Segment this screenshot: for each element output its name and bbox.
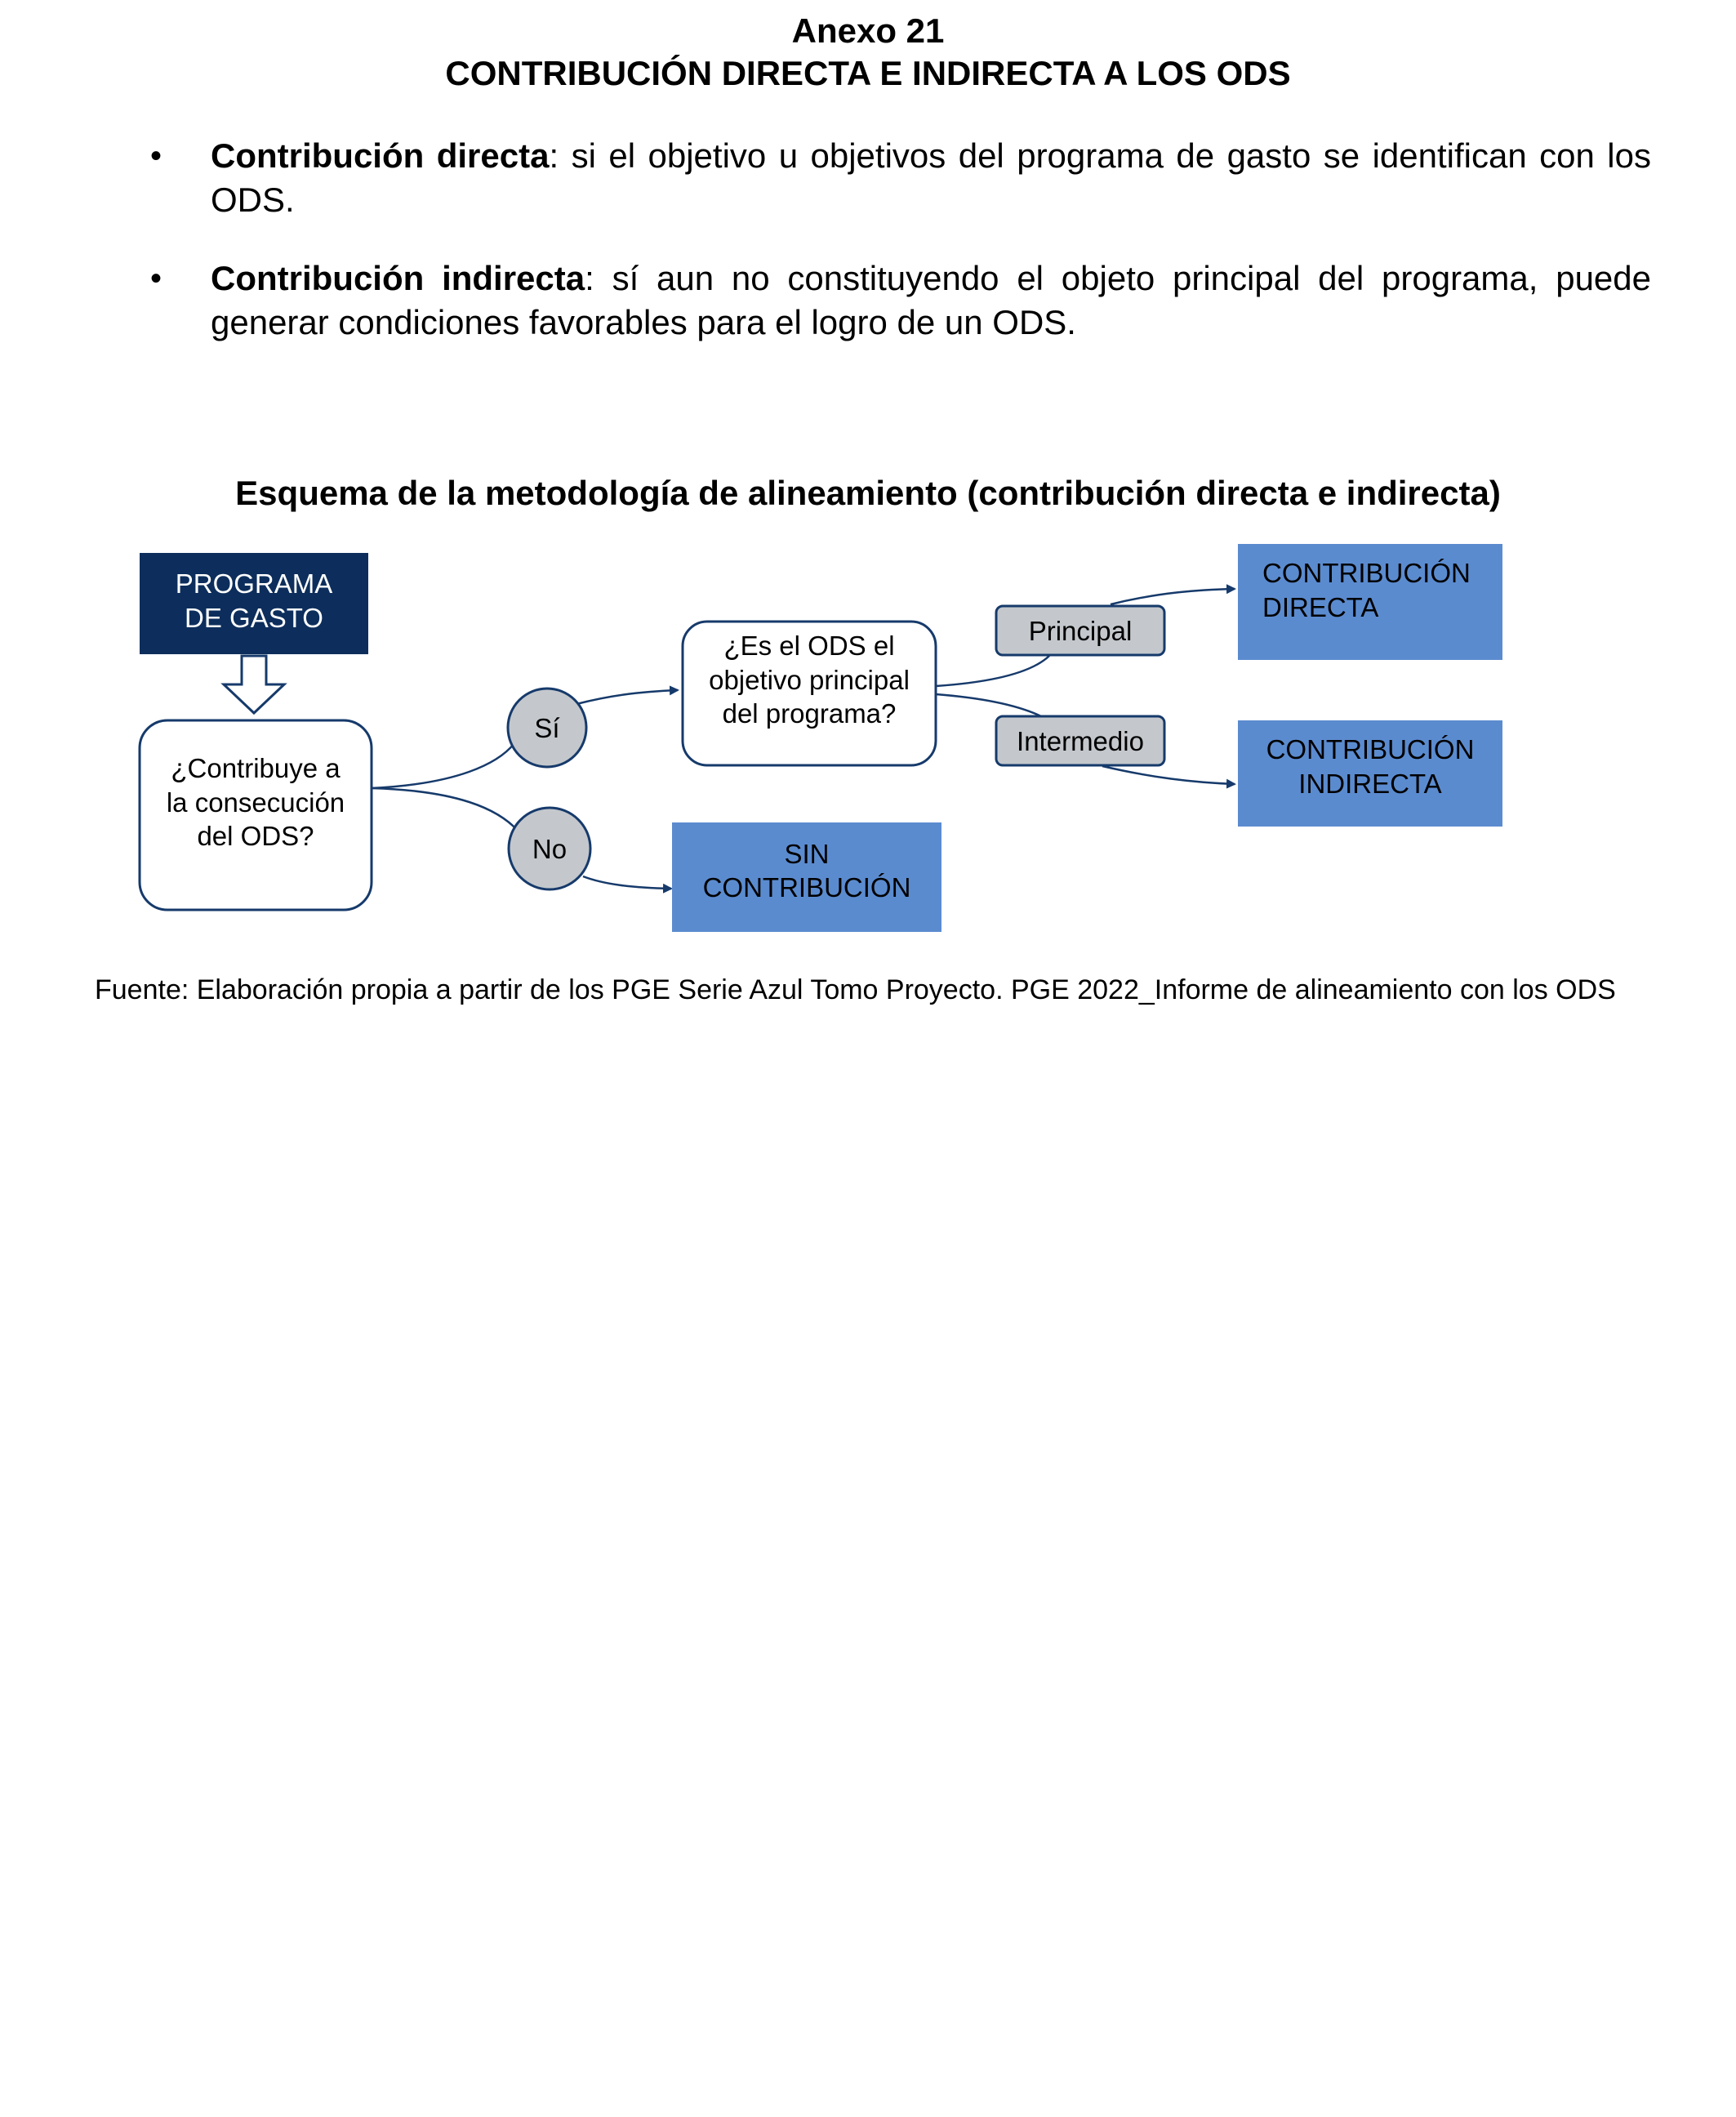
program-box-line-2: DE GASTO bbox=[185, 603, 323, 633]
connector-q1-yes bbox=[371, 742, 515, 790]
bullet-direct-contribution: • Contribución directa: si el objetivo u… bbox=[150, 134, 1651, 222]
bullet-term: Contribución directa bbox=[211, 136, 550, 175]
question-main-objective-line-3: del programa? bbox=[723, 698, 897, 729]
diagram-title: Esquema de la metodología de alineamient… bbox=[235, 474, 1501, 512]
question-contributes-line-3: del ODS? bbox=[197, 821, 314, 851]
no-circle: No bbox=[507, 806, 592, 891]
question-main-objective-line-1: ¿Es el ODS el bbox=[723, 631, 894, 661]
connector-q2-intermediate bbox=[935, 693, 1042, 718]
connector-principal-direct bbox=[1110, 584, 1236, 606]
direct-contribution-line-2: DIRECTA bbox=[1262, 592, 1378, 622]
indirect-contribution-box: CONTRIBUCIÓN INDIRECTA bbox=[1238, 720, 1502, 827]
connector-q2-principal bbox=[935, 655, 1050, 688]
bullet-indirect-contribution: • Contribución indirecta: sí aun no cons… bbox=[150, 256, 1651, 345]
question-contributes-line-2: la consecución bbox=[167, 787, 345, 818]
annex-number: Anexo 21 bbox=[791, 11, 945, 50]
no-contribution-box: SIN CONTRIBUCIÓN bbox=[672, 822, 941, 932]
direct-contribution-box: CONTRIBUCIÓN DIRECTA bbox=[1238, 544, 1502, 660]
intermediate-pill: Intermedio bbox=[995, 715, 1166, 767]
question-contributes-box: ¿Contribuye a la consecución del ODS? bbox=[138, 719, 373, 911]
connectors bbox=[371, 584, 1236, 894]
down-arrow-icon bbox=[220, 654, 287, 715]
question-contributes-line-1: ¿Contribuye a bbox=[171, 753, 341, 783]
yes-label: Sí bbox=[534, 713, 559, 743]
no-contribution-line-1: SIN bbox=[784, 839, 829, 869]
annex-title: CONTRIBUCIÓN DIRECTA E INDIRECTA A LOS O… bbox=[445, 54, 1291, 92]
connector-no-none bbox=[582, 875, 673, 894]
question-main-objective-box: ¿Es el ODS el objetivo principal del pro… bbox=[681, 620, 937, 767]
bullet-dot-icon: • bbox=[150, 138, 162, 174]
bullet-dot-icon: • bbox=[150, 261, 162, 296]
alignment-flowchart: PROGRAMA DE GASTO ¿Contribuye a la conse… bbox=[138, 544, 1502, 932]
connector-yes-q2 bbox=[576, 685, 679, 706]
question-main-objective-line-2: objetivo principal bbox=[709, 665, 910, 695]
bullet-text: : sí aun no constituyendo el objeto prin… bbox=[211, 259, 1651, 341]
bullet-text: : si el objetivo u objetivos del program… bbox=[211, 136, 1651, 219]
source-note: Fuente: Elaboración propia a partir de l… bbox=[95, 974, 1616, 1005]
no-label: No bbox=[532, 834, 567, 864]
bullet-term: Contribución indirecta bbox=[211, 259, 585, 297]
yes-circle: Sí bbox=[506, 687, 588, 769]
indirect-contribution-line-2: INDIRECTA bbox=[1298, 769, 1441, 799]
connector-intermediate-indirect bbox=[1102, 764, 1236, 789]
direct-contribution-line-1: CONTRIBUCIÓN bbox=[1262, 558, 1471, 588]
indirect-contribution-line-1: CONTRIBUCIÓN bbox=[1266, 734, 1475, 764]
principal-pill: Principal bbox=[995, 604, 1166, 657]
principal-label: Principal bbox=[1029, 616, 1133, 646]
connector-q1-no bbox=[371, 787, 519, 832]
intermediate-label: Intermedio bbox=[1017, 726, 1144, 756]
program-box: PROGRAMA DE GASTO bbox=[140, 553, 368, 654]
program-box-line-1: PROGRAMA bbox=[176, 568, 333, 599]
no-contribution-line-2: CONTRIBUCIÓN bbox=[703, 872, 911, 903]
